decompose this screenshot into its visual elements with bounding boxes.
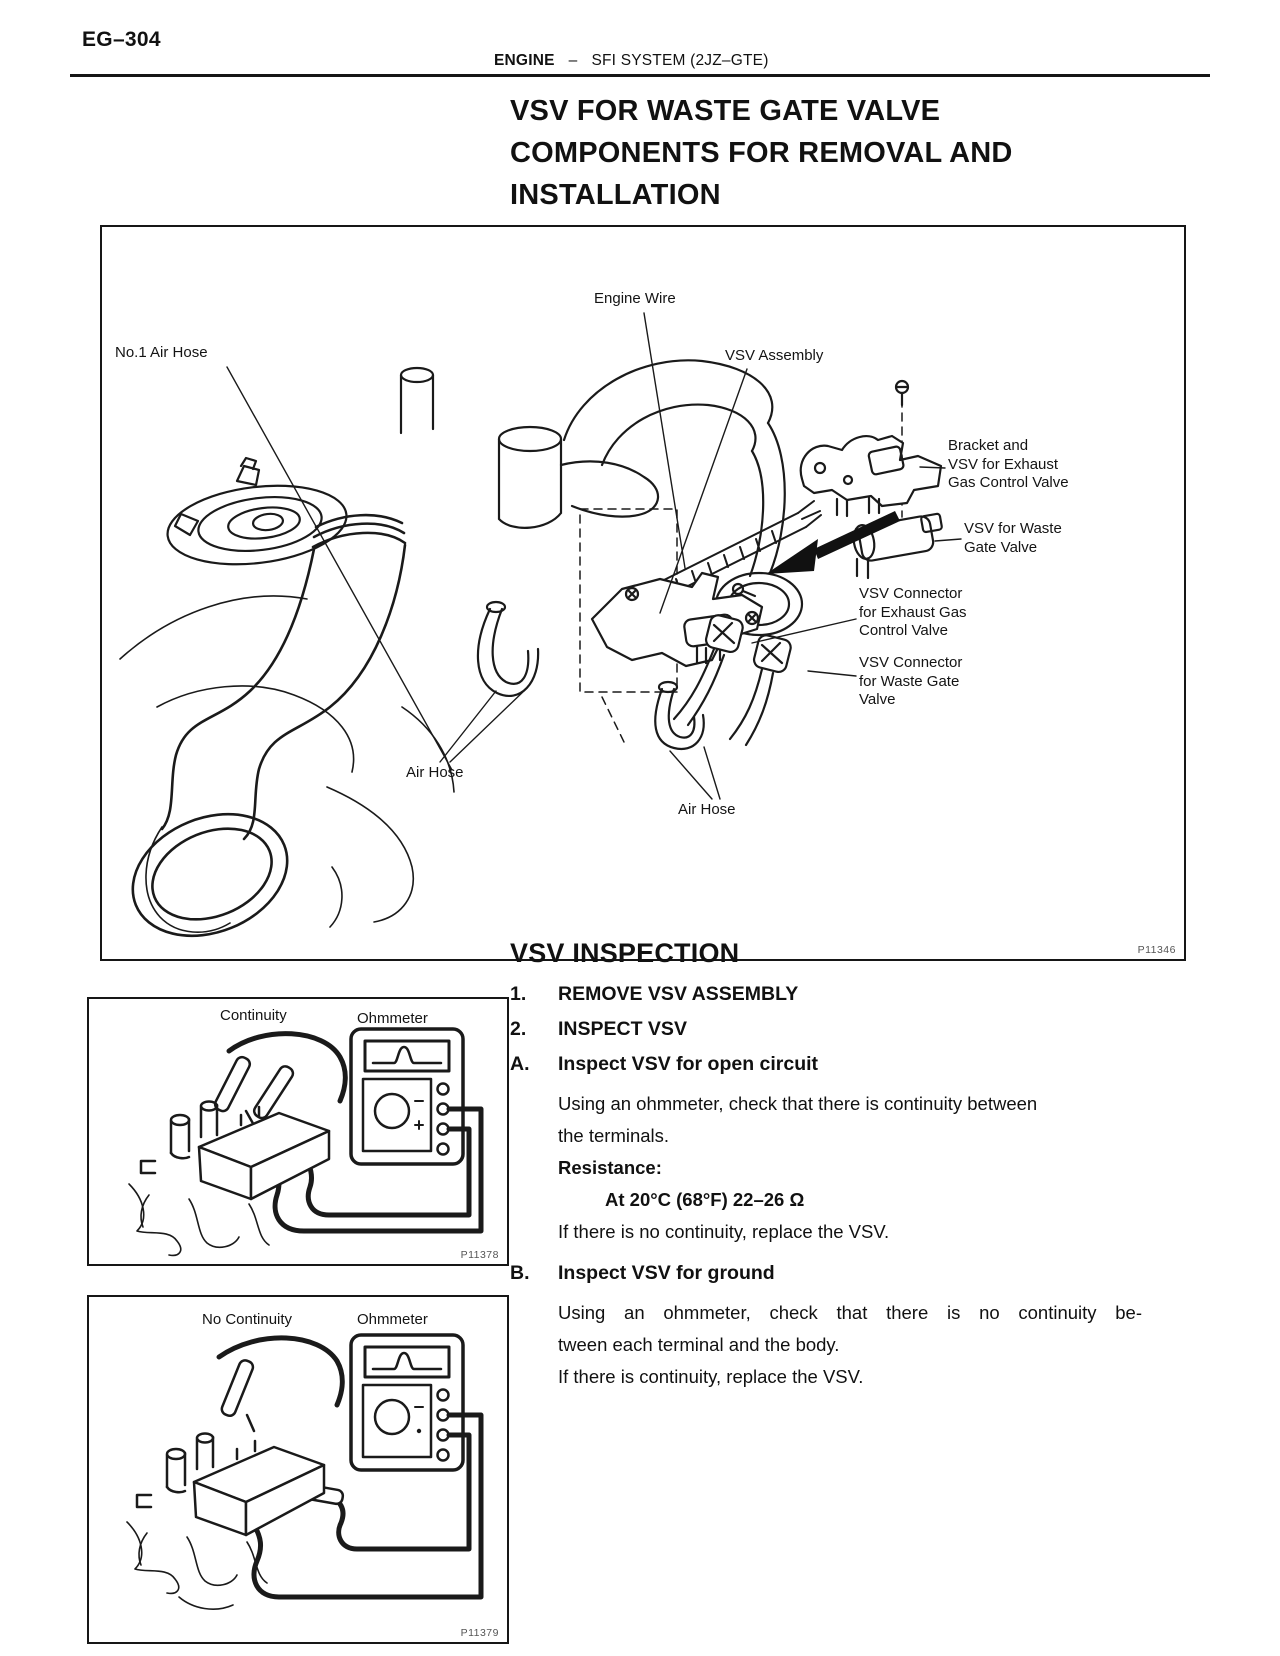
label-vsv-connector-waste: VSV Connector for Waste Gate Valve	[859, 654, 963, 708]
label-vsv-assembly: VSV Assembly	[725, 347, 824, 364]
components-figure: No.1 Air Hose Engine Wire VSV Assembly B…	[100, 225, 1186, 961]
header-section: ENGINE	[494, 52, 555, 69]
components-diagram-art	[119, 312, 962, 938]
page-title: VSV FOR WASTE GATE VALVE COMPONENTS FOR …	[510, 90, 1013, 216]
label-air-hose-right: Air Hose	[678, 801, 736, 818]
section-a-body-1: Using an ohmmeter, check that there is c…	[558, 1093, 1038, 1114]
vsv-inspection-section: VSV INSPECTION 1. REMOVE VSV ASSEMBLY 2.…	[510, 938, 1142, 1393]
title-line-3: INSTALLATION	[510, 179, 721, 211]
section-b-body-2: tween each terminal and the body.	[558, 1334, 840, 1355]
section-heading: VSV INSPECTION	[510, 938, 740, 968]
continuity-figure: Continuity Ohmmeter P11378	[87, 997, 509, 1266]
figure-code: P11346	[1137, 944, 1176, 956]
resistance-label: Resistance:	[558, 1157, 662, 1178]
header-separator: –	[568, 52, 578, 69]
figure-code: P11379	[460, 1627, 499, 1639]
no-continuity-diagram-art	[126, 1333, 484, 1610]
section-a-title: A. Inspect VSV for open circuit	[510, 1053, 819, 1075]
label-continuity: Continuity	[220, 1007, 287, 1024]
continuity-diagram-art	[128, 1027, 484, 1257]
label-ohmmeter-1: Ohmmeter	[357, 1010, 428, 1027]
page-number: EG–304	[82, 28, 161, 51]
label-ohmmeter-2: Ohmmeter	[357, 1311, 428, 1328]
label-vsv-connector-exhaust: VSV Connector for Exhaust Gas Control Va…	[859, 585, 967, 639]
step-2: 2. INSPECT VSV	[510, 1018, 687, 1040]
figure-code: P11378	[460, 1249, 499, 1261]
section-b-body-1: Using an ohmmeter, check that there is n…	[558, 1302, 1142, 1323]
header-system: SFI SYSTEM (2JZ–GTE)	[591, 52, 769, 69]
header-rule	[70, 74, 1210, 77]
resistance-value: At 20°C (68°F) 22–26 Ω	[605, 1189, 805, 1210]
label-air-hose-left: Air Hose	[406, 764, 464, 781]
no-continuity-figure: No Continuity Ohmmeter P11379	[87, 1295, 509, 1644]
title-line-2: COMPONENTS FOR REMOVAL AND	[510, 137, 1013, 169]
section-b-note: If there is continuity, replace the VSV.	[558, 1366, 864, 1387]
label-engine-wire: Engine Wire	[594, 290, 676, 307]
running-header: ENGINE–SFI SYSTEM (2JZ–GTE)	[494, 52, 769, 70]
label-vsv-waste-gate: VSV for Waste Gate Valve	[964, 520, 1062, 556]
section-b-title: B. Inspect VSV for ground	[510, 1262, 775, 1284]
title-line-1: VSV FOR WASTE GATE VALVE	[510, 95, 941, 127]
label-no1-air-hose: No.1 Air Hose	[115, 344, 208, 361]
step-1: 1. REMOVE VSV ASSEMBLY	[510, 983, 799, 1005]
label-bracket-vsv-exhaust: Bracket and VSV for Exhaust Gas Control …	[948, 437, 1069, 491]
section-a-body-2: the terminals.	[558, 1125, 670, 1146]
section-a-note: If there is no continuity, replace the V…	[558, 1221, 890, 1242]
label-no-continuity: No Continuity	[202, 1311, 293, 1328]
